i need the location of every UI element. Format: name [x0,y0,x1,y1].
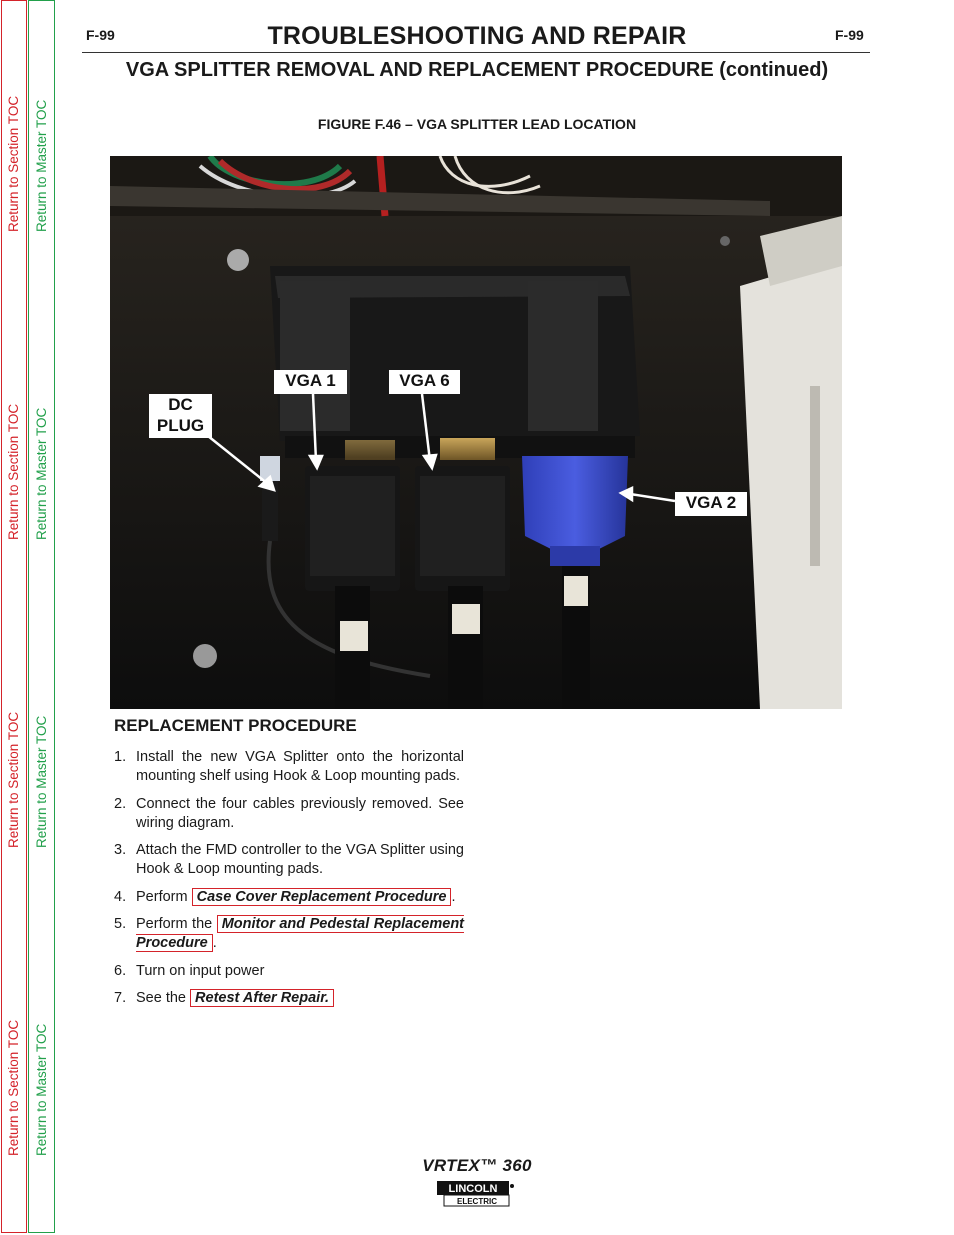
step-text: Connect the four cables previously remov… [136,795,464,831]
procedure-step: 1. Install the new VGA Splitter onto the… [114,749,464,784]
procedure-step: 4. Perform Case Cover Replacement Proced… [114,887,456,906]
return-to-section-toc-link[interactable]: Return to Section TOC [6,1019,21,1156]
step-text: Install the new VGA Splitter onto the ho… [136,749,464,784]
section-toc-bar [1,0,27,1233]
section-heading: REPLACEMENT PROCEDURE [114,716,357,735]
product-model: VRTEX™ 360 [422,1156,532,1175]
master-toc-bar [28,0,55,1233]
dc-plug-callout-line2: PLUG [156,416,205,435]
page-subtitle: VGA SPLITTER REMOVAL AND REPLACEMENT PRO… [125,59,829,81]
procedure-step: 2. Connect the four cables previously re… [114,795,464,831]
dc-plug-callout: DC PLUG [149,394,212,438]
procedure-step: 5. Perform the Monitor and Pedestal Repl… [114,915,465,952]
procedure-step: 3. Attach the FMD controller to the VGA … [114,842,464,877]
return-to-section-toc-link[interactable]: Return to Section TOC [6,403,21,540]
step-text: Attach the FMD controller to the VGA Spl… [136,842,464,877]
svg-text:ELECTRIC: ELECTRIC [457,1197,497,1206]
vga-splitter-photo [110,156,842,709]
monitor-pedestal-replacement-link[interactable]: Monitor and Pedestal Replacement Procedu… [136,915,465,952]
step-text: See the [136,990,186,1006]
step-text: Turn on input power [136,962,265,979]
return-to-master-toc-link[interactable]: Return to Master TOC [34,407,49,540]
title-divider [82,52,870,53]
procedure-steps: 1. Install the new VGA Splitter onto the… [114,748,465,1017]
vga6-callout: VGA 6 [389,370,460,394]
page-title: TROUBLESHOOTING AND REPAIR [267,22,687,50]
vga1-callout: VGA 1 [274,370,347,394]
procedure-step: 7. See the Retest After Repair. [114,989,464,1008]
return-to-section-toc-link[interactable]: Return to Section TOC [6,711,21,848]
return-to-master-toc-link[interactable]: Return to Master TOC [34,715,49,848]
lincoln-electric-logo: LINCOLN ELECTRIC [437,1181,514,1207]
retest-after-repair-link[interactable]: Retest After Repair. [190,989,335,1007]
svg-text:LINCOLN: LINCOLN [449,1183,498,1195]
page-number-right: F-99 [835,27,864,43]
step-text: Perform the [136,916,213,932]
page-number-left: F-99 [86,27,115,43]
step-text: Perform [136,888,188,905]
return-to-master-toc-link[interactable]: Return to Master TOC [34,1023,49,1156]
procedure-step: 6. Turn on input power [114,962,265,979]
figure-caption: FIGURE F.46 – VGA SPLITTER LEAD LOCATION [317,116,637,132]
dc-plug-callout-line1: DC [168,395,193,414]
case-cover-replacement-link[interactable]: Case Cover Replacement Procedure [191,887,452,906]
vga2-callout: VGA 2 [675,492,747,516]
